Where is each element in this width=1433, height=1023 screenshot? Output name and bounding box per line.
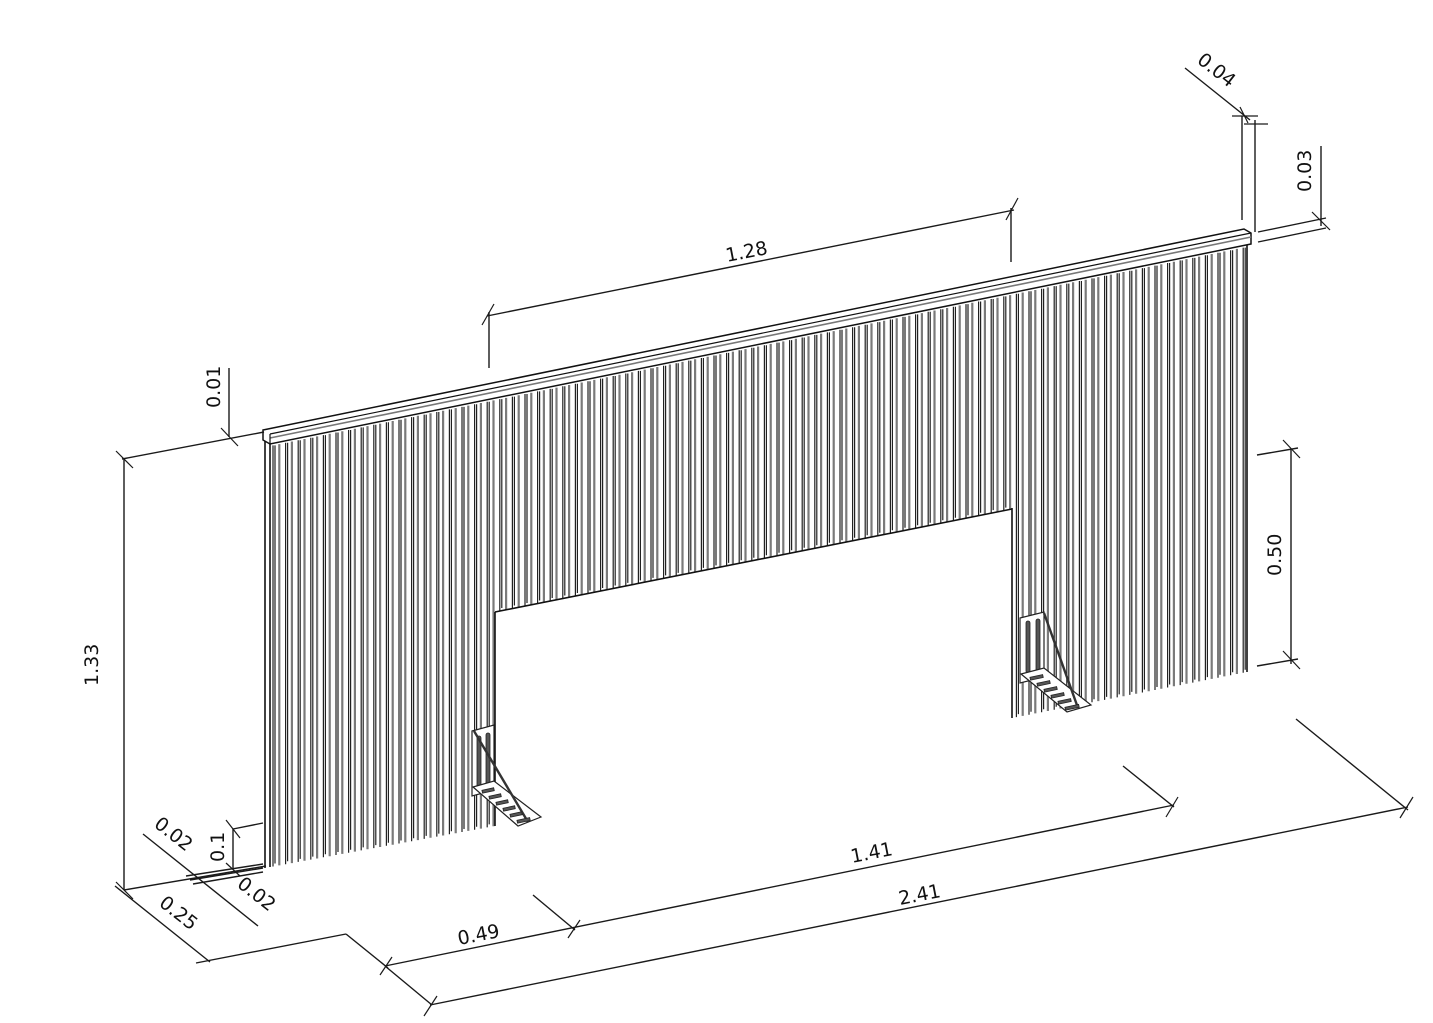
wall-outline bbox=[264, 243, 1248, 868]
dimension-cap-depth: 0.04 bbox=[1184, 49, 1268, 232]
dim-label-bottom-gap: 0.1 bbox=[207, 832, 229, 862]
dim-label-opening-width: 1.28 bbox=[724, 237, 770, 267]
dim-label-thickness-b: 0.02 bbox=[233, 873, 280, 916]
dim-label-thickness-a: 0.02 bbox=[150, 813, 197, 856]
dim-label-opening-height: 0.50 bbox=[1264, 534, 1286, 576]
corrugated-wall-panel bbox=[272, 247, 1246, 867]
dimension-cap-height: 0.03 bbox=[1257, 146, 1331, 243]
dim-label-cap-offset: 0.01 bbox=[203, 366, 225, 408]
dim-label-base-depth: 0.25 bbox=[155, 892, 202, 935]
right-mounting-bracket bbox=[1019, 611, 1093, 713]
bracket-slots bbox=[1029, 674, 1080, 711]
bracket-slots bbox=[481, 787, 531, 824]
dimension-total-height: 1.33 bbox=[81, 450, 134, 900]
dim-label-cap-depth: 0.04 bbox=[1193, 49, 1240, 92]
dimension-cap-offset: 0.01 bbox=[121, 366, 265, 460]
dim-label-total-height: 1.33 bbox=[81, 644, 103, 686]
top-cap-rail bbox=[262, 228, 1252, 445]
dimension-opening-height: 0.50 bbox=[1256, 439, 1301, 670]
dim-label-total-length: 2.41 bbox=[897, 880, 943, 910]
dimension-length-chain: 0.49 1.41 2.41 bbox=[379, 718, 1414, 1017]
dim-label-cap-height: 0.03 bbox=[1294, 150, 1316, 192]
left-mounting-bracket bbox=[471, 724, 543, 827]
dim-label-left-leg-offset: 0.49 bbox=[456, 920, 502, 950]
